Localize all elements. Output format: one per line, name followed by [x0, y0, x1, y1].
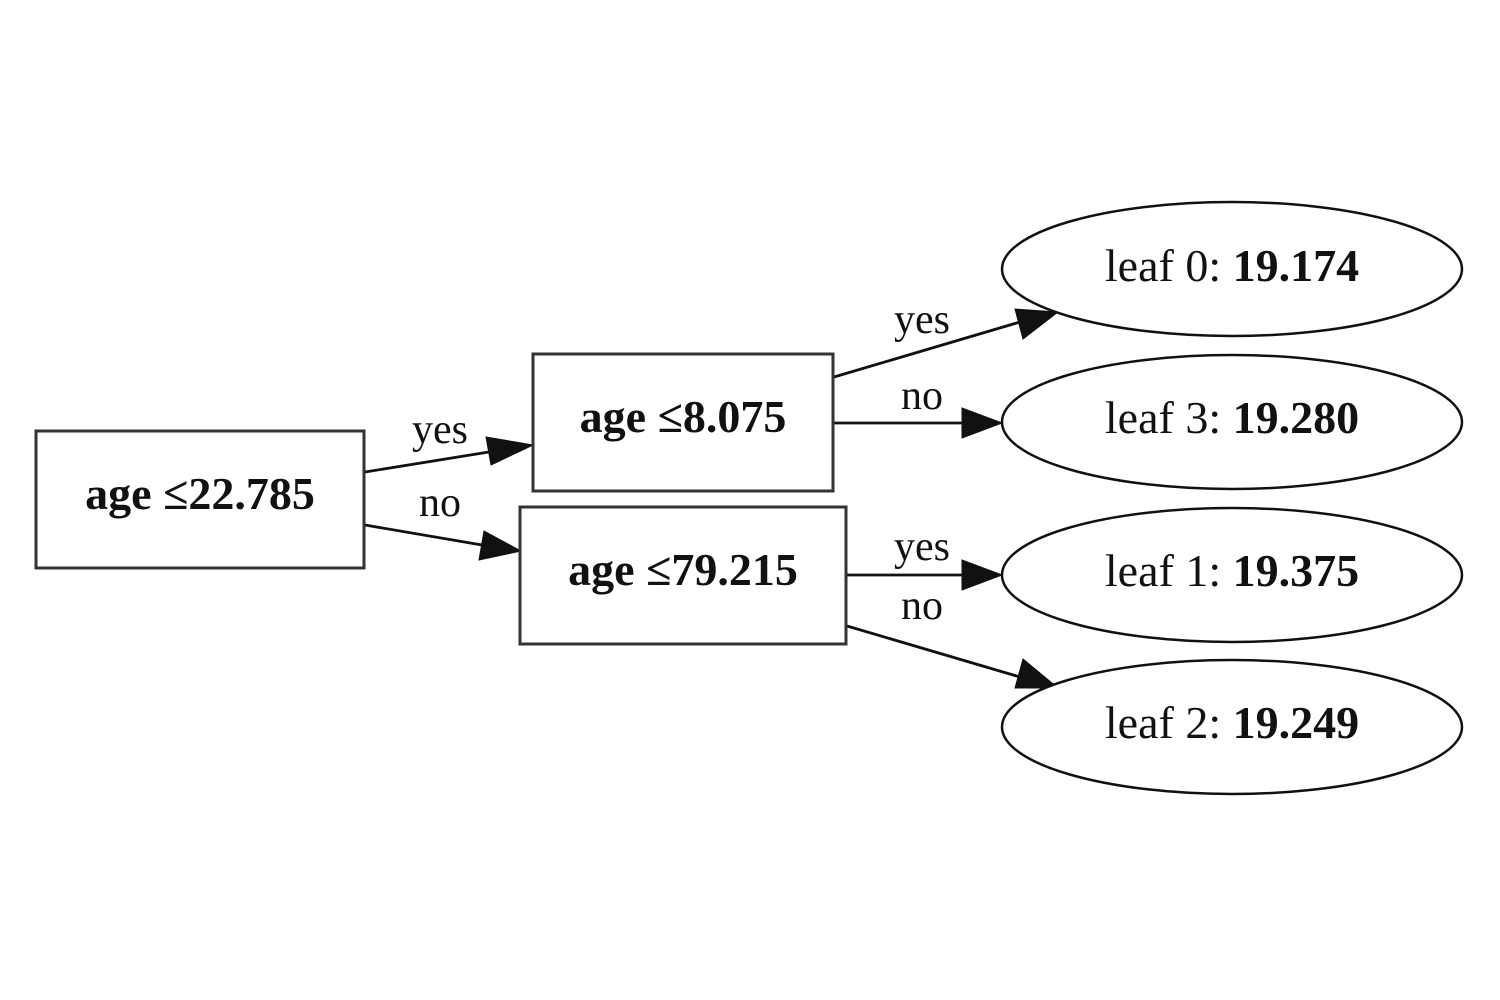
- leaf-label: leaf 2: 19.249: [1105, 697, 1359, 748]
- arrowhead: [1014, 308, 1060, 340]
- leaf-node-0: leaf 0: 19.174: [1000, 200, 1464, 338]
- leaf-value: 19.375: [1233, 545, 1360, 596]
- leaf-value: 19.249: [1233, 697, 1360, 748]
- leaf-value: 19.280: [1233, 392, 1360, 443]
- leaf-prefix: leaf 3:: [1105, 392, 1233, 443]
- arrowhead: [1014, 658, 1060, 689]
- edge-label-no: no: [901, 583, 943, 629]
- leaf-prefix: leaf 1:: [1105, 545, 1233, 596]
- split-node-root: age ≤22.785: [34, 429, 366, 570]
- leaf-node-3: leaf 3: 19.280: [1000, 353, 1464, 491]
- arrowhead: [961, 559, 1004, 591]
- leaf-node-2: leaf 2: 19.249: [1000, 658, 1464, 796]
- edge-split2-leaf1: yes: [847, 524, 1004, 591]
- edge-label-yes: yes: [894, 524, 950, 570]
- leaf-label: leaf 1: 19.375: [1105, 545, 1359, 596]
- edge-label-yes: yes: [894, 297, 950, 343]
- leaf-prefix: leaf 2:: [1105, 697, 1233, 748]
- edge-split0-split2: no: [364, 480, 523, 561]
- leaf-label: leaf 0: 19.174: [1105, 240, 1359, 291]
- split-condition-label: age ≤22.785: [85, 468, 315, 519]
- edge-label-yes: yes: [412, 407, 468, 453]
- leaf-prefix: leaf 0:: [1105, 240, 1233, 291]
- leaf-node-1: leaf 1: 19.375: [1000, 506, 1464, 644]
- split-node-right: age ≤79.215: [518, 505, 848, 646]
- edge-split2-leaf2: no: [846, 583, 1060, 689]
- leaf-value: 19.174: [1233, 240, 1360, 291]
- split-condition-label: age ≤8.075: [580, 391, 787, 442]
- edge-label-no: no: [419, 480, 461, 526]
- edge-split0-split1: yes: [364, 407, 535, 474]
- arrowhead: [478, 530, 523, 561]
- edge-split1-leaf0: yes: [833, 297, 1060, 379]
- arrowhead: [961, 407, 1004, 439]
- edge-label-no: no: [901, 373, 943, 419]
- split-node-left: age ≤8.075: [531, 352, 835, 493]
- split-condition-label: age ≤79.215: [568, 544, 798, 595]
- edge-split1-leaf3: no: [834, 373, 1004, 439]
- arrowhead: [485, 436, 535, 466]
- leaf-label: leaf 3: 19.280: [1105, 392, 1359, 443]
